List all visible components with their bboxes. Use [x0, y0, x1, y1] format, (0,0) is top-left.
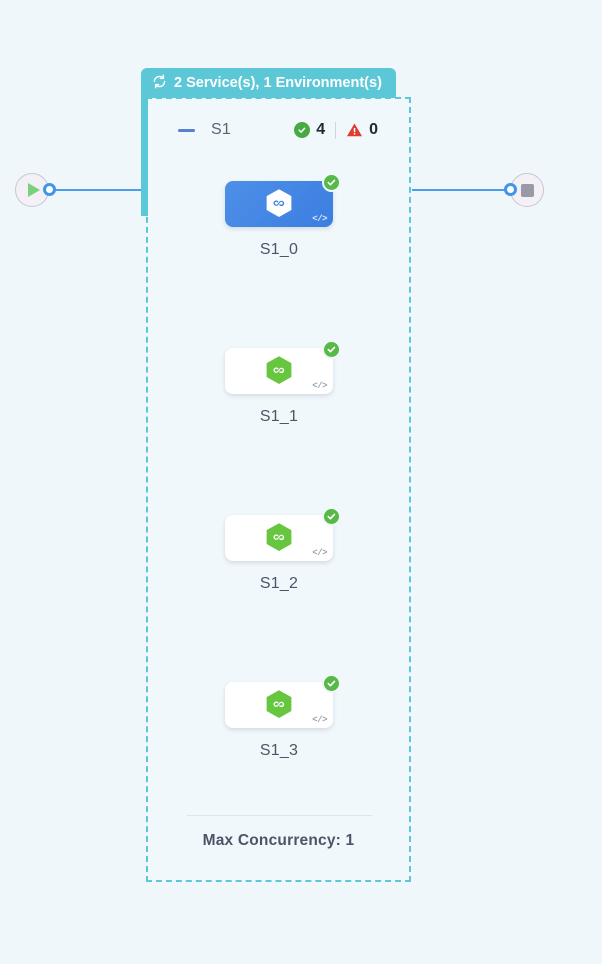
edge-group-to-end: [412, 189, 510, 191]
node-label: S1_2: [259, 575, 299, 592]
service-hexagon-icon: [266, 523, 292, 551]
start-output-port[interactable]: [43, 183, 56, 196]
service-name-label: S1: [211, 121, 231, 138]
node-s1-0[interactable]: </> S1_0: [225, 173, 341, 259]
node-s1-3[interactable]: </> S1_3: [225, 674, 341, 760]
minus-icon[interactable]: [178, 128, 195, 132]
node-label: S1_1: [259, 408, 299, 425]
service-hexagon-icon: [266, 189, 292, 217]
max-concurrency-label: Max Concurrency: 1: [202, 832, 355, 849]
play-icon: [28, 183, 40, 197]
code-brackets-icon: </>: [312, 715, 327, 725]
refresh-loop-icon: [152, 74, 167, 93]
node-card[interactable]: </>: [225, 507, 341, 561]
check-circle-icon: [294, 122, 311, 138]
node-s1-1[interactable]: </> S1_1: [225, 340, 341, 426]
check-circle-badge-icon: [322, 674, 341, 693]
node-s1-2[interactable]: </> S1_2: [225, 507, 341, 593]
warning-count: 0: [369, 121, 378, 138]
start-node[interactable]: [15, 173, 49, 207]
service-group-container[interactable]: [146, 97, 411, 882]
success-count: 4: [316, 121, 326, 138]
service-status-counts: 4 0: [294, 121, 378, 139]
check-circle-badge-icon: [322, 340, 341, 359]
code-brackets-icon: </>: [312, 548, 327, 558]
end-node[interactable]: [510, 173, 544, 207]
warning-count-group: 0: [346, 121, 378, 139]
service-header-row[interactable]: S1 4 0: [178, 118, 378, 142]
node-card[interactable]: </>: [225, 340, 341, 394]
end-input-port[interactable]: [504, 183, 517, 196]
success-count-group: 4: [294, 121, 325, 139]
group-left-rail: [141, 96, 148, 216]
check-circle-badge-icon: [322, 173, 341, 192]
code-brackets-icon: </>: [312, 214, 327, 224]
group-badge-label: 2 Service(s), 1 Environment(s): [174, 75, 382, 91]
node-label: S1_0: [259, 241, 299, 258]
node-card[interactable]: </>: [225, 173, 341, 227]
node-card[interactable]: </>: [225, 674, 341, 728]
check-circle-badge-icon: [322, 507, 341, 526]
code-brackets-icon: </>: [312, 381, 327, 391]
footer-divider: [187, 815, 372, 816]
warning-triangle-icon: [346, 122, 363, 138]
group-header-badge[interactable]: 2 Service(s), 1 Environment(s): [141, 68, 396, 98]
service-hexagon-icon: [266, 690, 292, 718]
stop-icon: [520, 183, 534, 197]
service-hexagon-icon: [266, 356, 292, 384]
node-label: S1_3: [259, 742, 299, 759]
count-divider: [335, 121, 337, 139]
edge-start-to-group: [48, 189, 146, 191]
